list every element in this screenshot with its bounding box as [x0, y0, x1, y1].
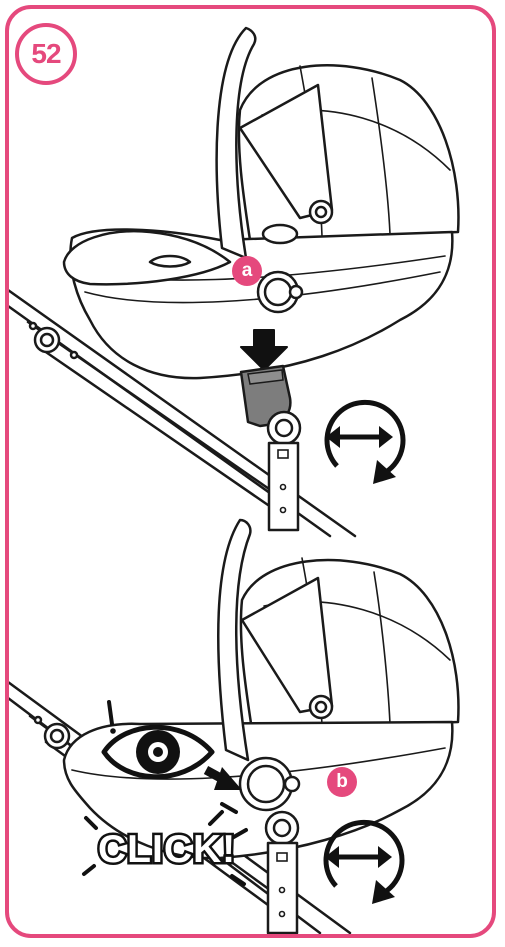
callout-a: a: [232, 256, 262, 286]
step-number: 52: [31, 38, 60, 70]
step-number-badge: 52: [15, 23, 77, 85]
panel-border: [5, 5, 496, 938]
callout-b: b: [327, 767, 357, 797]
